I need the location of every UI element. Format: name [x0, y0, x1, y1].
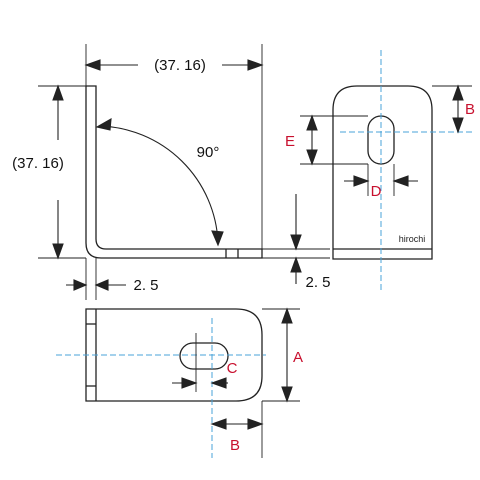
horizontal-dimension-arrows: [84, 59, 264, 71]
dimension-b-top-arrows: [452, 84, 464, 134]
dimension-d-arrows: [344, 175, 418, 187]
front-view-extension-lines: [300, 85, 472, 196]
watermark-text: hirochi: [399, 234, 426, 244]
thickness-right-arrows: [290, 194, 302, 284]
dimension-a-arrows: [281, 307, 293, 403]
thickness-left-label: 2. 5: [133, 277, 158, 294]
dimension-e-arrows: [306, 114, 318, 166]
dimension-c-label: C: [227, 360, 238, 377]
vertical-dimension-label: (37. 16): [12, 155, 64, 172]
side-view-bracket: [85, 85, 263, 259]
dimension-e-label: E: [285, 133, 295, 150]
dimension-b-bottom-arrows: [210, 418, 264, 430]
top-view-extension-lines: [195, 308, 300, 458]
angle-arc: [95, 117, 224, 247]
thickness-left-arrows: [66, 279, 126, 291]
angle-label: 90°: [197, 144, 220, 161]
dimension-a-label: A: [293, 349, 303, 366]
dimension-c-arrows: [172, 377, 228, 389]
front-view-centerlines: [340, 50, 472, 290]
vertical-dimension-arrows: [52, 84, 64, 260]
dimension-d-label: D: [371, 183, 382, 200]
thickness-right-label: 2. 5: [305, 274, 330, 291]
dimension-b-bottom-label: B: [230, 437, 240, 454]
top-view-centerlines: [56, 318, 266, 458]
horizontal-dimension-label: (37. 16): [154, 57, 206, 74]
side-view-extension-lines: [38, 44, 330, 300]
dimension-b-top-label: B: [465, 101, 475, 118]
